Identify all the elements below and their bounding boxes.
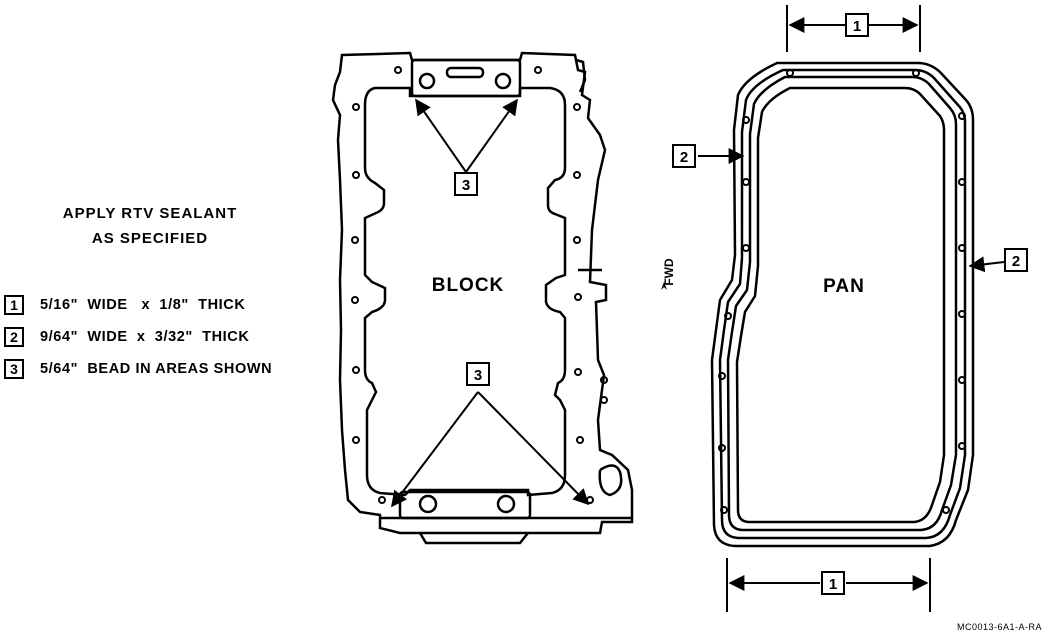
callout-box: 2 <box>4 327 24 347</box>
pan-callout-left-number: 2 <box>680 149 688 166</box>
pan-callout-right-number: 2 <box>1012 253 1020 270</box>
block-label: BLOCK <box>432 275 505 296</box>
legend-item-text: 5/64" BEAD IN AREAS SHOWN <box>40 361 273 377</box>
block-callout-top-box: 3 <box>454 172 478 196</box>
block-top-callout-arrows <box>415 98 518 173</box>
legend-item-text: 5/16" WIDE x 1/8" THICK <box>40 297 246 313</box>
block-bolt-holes <box>351 66 608 504</box>
pan-right-bead-callout: 2 <box>968 248 1028 273</box>
pan-left-bead-callout: 2 <box>672 144 745 168</box>
pan-label: PAN <box>823 276 865 297</box>
block-callout-bottom-box: 3 <box>466 362 490 386</box>
fwd-indicator: FWD <box>661 258 676 290</box>
block-callout-bottom-number: 3 <box>474 367 482 384</box>
legend-title-line2: AS SPECIFIED <box>91 230 209 247</box>
engine-block-drawing <box>331 51 634 545</box>
legend-item-3: 3 5/64" BEAD IN AREAS SHOWN <box>4 357 272 381</box>
block-bottom-callout-arrows <box>391 391 590 508</box>
fwd-label: FWD <box>662 258 676 286</box>
legend-item-1: 1 5/16" WIDE x 1/8" THICK <box>4 293 245 317</box>
block-callout-top-number: 3 <box>462 177 470 194</box>
callout-box: 3 <box>4 359 24 379</box>
pan-callout-top-number: 1 <box>853 18 861 35</box>
pan-callout-top-box: 1 <box>845 13 869 37</box>
pan-top-width-dimension <box>786 5 921 52</box>
pan-callout-bottom-box: 1 <box>821 571 845 595</box>
pan-bottom-width-dimension <box>726 558 931 612</box>
legend-item-2: 2 9/64" WIDE x 3/32" THICK <box>4 325 249 349</box>
pan-callout-bottom-number: 1 <box>829 576 837 593</box>
figure-code: MC0013-6A1-A-RA <box>956 622 1042 632</box>
callout-box: 1 <box>4 295 24 315</box>
legend-title-line1: APPLY RTV SEALANT <box>62 205 238 222</box>
oil-pan-drawing <box>710 61 975 548</box>
legend-item-text: 9/64" WIDE x 3/32" THICK <box>40 329 250 345</box>
pan-bolt-holes <box>718 69 966 514</box>
